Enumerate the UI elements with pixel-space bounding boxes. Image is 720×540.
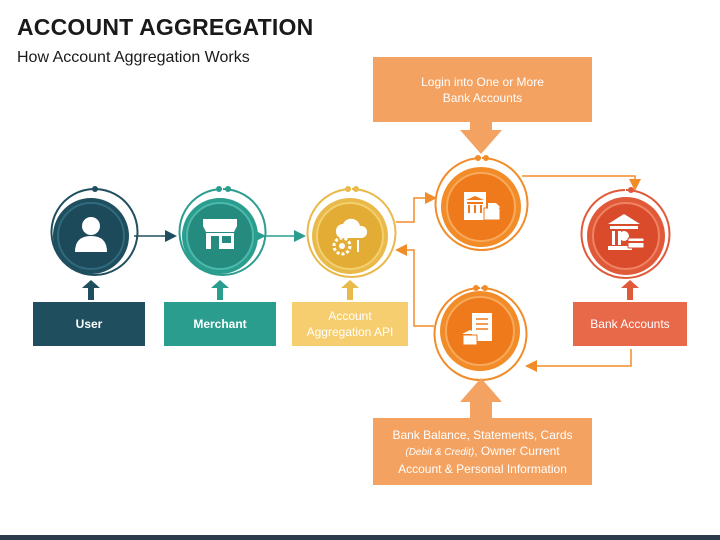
login-callout-arrow [460, 122, 502, 154]
user-icon [75, 217, 107, 252]
cloud-gear-icon [332, 218, 368, 256]
login-node [434, 155, 529, 251]
user-label: User [75, 317, 103, 331]
api-label-box [292, 302, 408, 346]
login-callout-line1: Login into One or More [421, 74, 544, 89]
merchant-label-box [164, 302, 276, 346]
balance-callout-line2: (Debit & Credit), Owner Current [405, 443, 559, 461]
bank-accounts-node [580, 187, 671, 279]
user-up-arrow [82, 280, 100, 300]
statement-icon [462, 313, 492, 346]
balance-callout-line2-italic: (Debit & Credit) [405, 446, 475, 458]
bank-label-box [573, 302, 687, 346]
balance-callout-line3: Account & Personal Information [398, 461, 567, 476]
page-subtitle: How Account Aggregation Works [17, 49, 250, 66]
connector-login-bank [522, 175, 641, 191]
connector-bank-statement [525, 349, 632, 372]
user-label-box [33, 302, 145, 346]
user-node [50, 186, 139, 276]
api-label: Account Aggregation API [306, 309, 394, 339]
statement-node [433, 285, 528, 381]
balance-callout-line2-rest: , Owner Current [474, 443, 560, 458]
bank-accounts-label: Bank Accounts [590, 317, 670, 331]
balance-callout-line1: Bank Balance, Statements, Cards [392, 427, 573, 442]
merchant-node [178, 186, 267, 276]
merchant-label: Merchant [193, 317, 247, 331]
bank-icon [608, 214, 645, 250]
api-node [306, 186, 397, 278]
bank-login-icon [464, 192, 501, 221]
login-callout-box [373, 57, 592, 122]
bank-up-arrow [621, 280, 639, 300]
balance-callout-text: Bank Balance, Statements, Cards (Debit &… [373, 418, 592, 485]
login-callout-text: Login into One or More Bank Accounts [373, 57, 592, 122]
api-up-arrow [341, 280, 359, 300]
connector-statement-api [395, 244, 434, 327]
login-callout-line2: Bank Accounts [442, 90, 523, 105]
balance-callout-arrow [460, 378, 502, 418]
connector-api-login [396, 192, 437, 223]
page-title: ACCOUNT AGGREGATION [17, 14, 314, 40]
footer-bar [0, 535, 720, 540]
merchant-up-arrow [211, 280, 229, 300]
storefront-icon [203, 219, 237, 249]
balance-callout-box [373, 418, 592, 485]
